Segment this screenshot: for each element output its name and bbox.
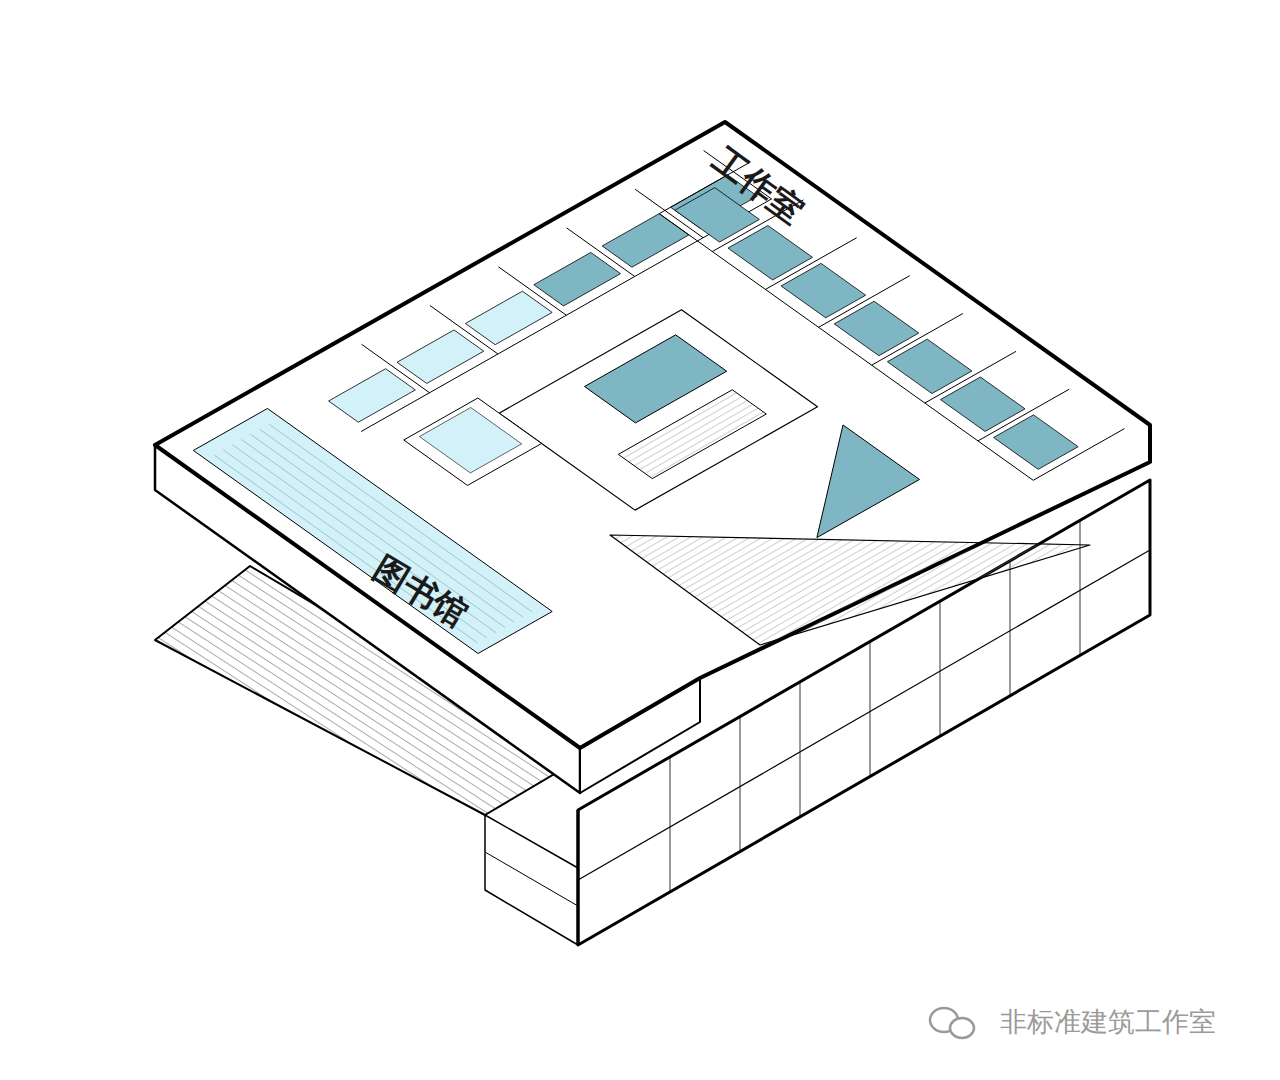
- library-band: [193, 408, 552, 653]
- wall-line: [800, 682, 801, 817]
- ramp: [610, 535, 1090, 645]
- lower-side-face: [485, 815, 578, 945]
- wall-line: [223, 450, 487, 638]
- wall-line: [978, 389, 1069, 441]
- room-floor: [465, 291, 552, 345]
- wall-line: [819, 276, 910, 328]
- wall-line: [498, 267, 566, 315]
- room-floor: [419, 408, 521, 473]
- wall-line: [765, 238, 856, 290]
- stair: [618, 390, 766, 479]
- wall-line: [577, 810, 580, 945]
- wall-line: [700, 462, 1150, 678]
- room-floor: [329, 369, 416, 423]
- wall-line: [940, 601, 941, 736]
- wall-line: [485, 852, 578, 906]
- wall-line: [925, 351, 1016, 403]
- watermark: 非标准建筑工作室: [1000, 1004, 1216, 1040]
- wall-line: [430, 306, 498, 354]
- wall-line: [1010, 561, 1011, 696]
- wall-line: [1033, 429, 1124, 481]
- upper-floor: [155, 122, 1150, 793]
- wall-line: [567, 228, 635, 276]
- wall-line: [214, 455, 478, 643]
- slab-top: [155, 122, 1150, 748]
- wall-line: [870, 642, 871, 777]
- room-floor: [397, 330, 484, 384]
- void-floor: [817, 425, 920, 538]
- wall-line: [872, 313, 963, 365]
- courtyard: [499, 310, 817, 510]
- room-floor: [602, 214, 689, 268]
- wall-line: [1080, 520, 1081, 655]
- wall-line: [740, 717, 741, 852]
- room-floor: [534, 252, 621, 306]
- wall-line: [670, 757, 671, 892]
- wall-line: [362, 344, 430, 392]
- watermark-icon: [930, 1008, 974, 1038]
- room: [404, 398, 542, 485]
- lower-front-face: [578, 480, 1150, 945]
